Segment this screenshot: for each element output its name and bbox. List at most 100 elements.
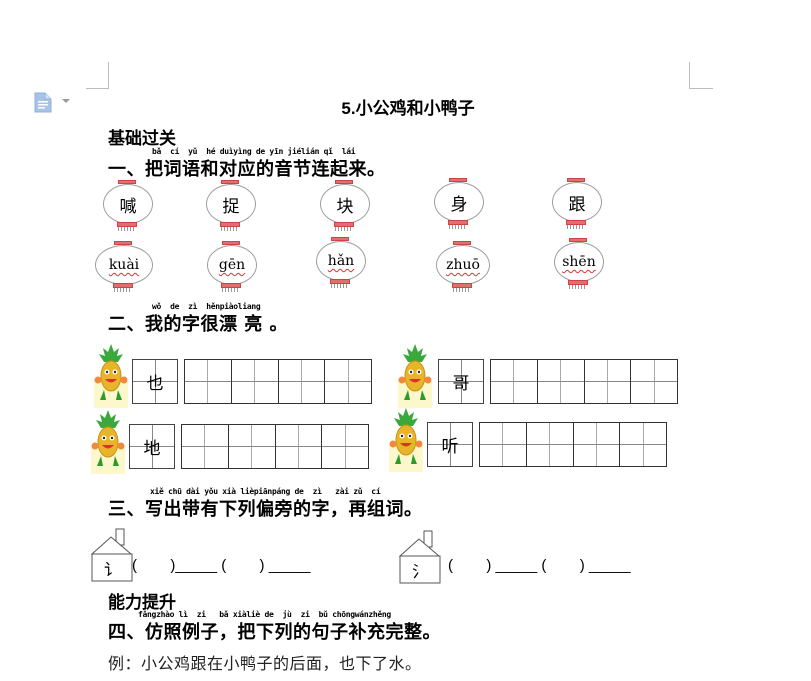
practice-cell[interactable] <box>491 360 538 403</box>
q3-heading: 三、写出带有下列偏旁的字，再组词。 <box>108 499 423 520</box>
margin-corner-top-right <box>689 62 690 88</box>
practice-cell[interactable] <box>573 423 621 466</box>
practice-grid[interactable] <box>479 422 667 467</box>
practice-cell[interactable] <box>322 425 368 468</box>
model-char: 哥 <box>452 374 470 394</box>
radical: 讠 <box>103 560 120 579</box>
lantern-bottom <box>568 280 588 285</box>
lantern-character[interactable]: 块 <box>318 180 370 232</box>
lantern-bottom <box>452 283 472 288</box>
practice-cell[interactable] <box>480 423 527 466</box>
lantern-pinyin: shēn <box>562 254 596 270</box>
lantern-pinyin: gēn <box>218 257 246 273</box>
model-char-box: 也 <box>132 359 178 404</box>
practice-cell[interactable] <box>631 360 677 403</box>
lantern-tassel <box>331 284 349 288</box>
lantern-pinyin: zhuō <box>446 257 480 273</box>
lantern-syllable[interactable]: zhuō <box>434 241 490 293</box>
lantern-bottom <box>330 279 350 284</box>
lantern-cap <box>449 178 467 182</box>
lantern-bottom <box>448 220 468 225</box>
lantern-cap <box>335 180 353 184</box>
lantern-syllable[interactable]: hǎn <box>314 237 366 289</box>
blank-answer-line[interactable]: ( )_____ ( ) _____ <box>132 557 311 574</box>
practice-grid[interactable] <box>181 424 369 469</box>
practice-cell[interactable] <box>228 425 276 468</box>
practice-cell[interactable] <box>231 360 279 403</box>
radical-house-icon: 讠 <box>91 528 133 582</box>
lantern-tassel <box>221 227 239 231</box>
document-icon[interactable] <box>34 92 52 113</box>
practice-cell[interactable] <box>325 360 371 403</box>
lantern-char: 跟 <box>568 194 586 215</box>
practice-cell[interactable] <box>182 425 229 468</box>
practice-cell[interactable] <box>185 360 232 403</box>
lantern-cap <box>222 241 240 245</box>
example-sentence: 例：小公鸡跟在小鸭子的后面，也下了水。 <box>108 654 422 673</box>
lantern-cap <box>453 241 471 245</box>
practice-cell[interactable] <box>278 360 326 403</box>
lantern-character[interactable]: 捉 <box>204 180 256 232</box>
page-title: 5.小公鸡和小鸭子 <box>341 99 475 118</box>
lantern-bottom <box>221 283 241 288</box>
lantern-cap <box>221 180 239 184</box>
practice-cell[interactable] <box>275 425 323 468</box>
practice-cell[interactable] <box>620 423 666 466</box>
section-advanced-label: 能力提升 <box>108 593 176 613</box>
q3-pinyin: xiě chū dài yǒu xià lièpiānpáng de zì zà… <box>150 487 381 496</box>
q4-pinyin: fǎngzhào lì zi bǎ xiàliè de jù zi bǔ chō… <box>138 610 391 619</box>
pineapple-mascot-icon <box>94 342 128 408</box>
caret-down-icon[interactable] <box>62 99 70 103</box>
q1-heading: 一、把词语和对应的音节连起来。 <box>108 159 386 180</box>
lantern-tassel <box>114 288 132 292</box>
practice-grid[interactable] <box>490 359 678 404</box>
q2-heading: 二、我的字很漂 亮 。 <box>108 314 289 335</box>
lantern-cap <box>331 237 349 241</box>
lantern-bottom <box>334 222 354 227</box>
radical-house-icon: 氵 <box>399 530 441 584</box>
pineapple-mascot-icon <box>389 406 423 472</box>
lantern-char: 喊 <box>119 196 137 217</box>
lantern-cap <box>567 178 585 182</box>
model-char: 也 <box>146 374 164 394</box>
margin-corner-top-left <box>108 62 109 88</box>
section-basic-label: 基础过关 <box>108 129 176 149</box>
q2-pinyin: wǒ de zì hěnpiàoliang <box>152 302 261 311</box>
margin-corner-top-left-h <box>86 88 109 89</box>
blank-answer-line[interactable]: ( ) _____ ( ) _____ <box>448 557 631 574</box>
lantern-character[interactable]: 身 <box>432 178 484 230</box>
lantern-tassel <box>222 288 240 292</box>
practice-cell[interactable] <box>584 360 632 403</box>
lantern-syllable[interactable]: kuài <box>93 241 153 293</box>
practice-cell[interactable] <box>537 360 585 403</box>
model-char-box: 地 <box>129 424 175 469</box>
q4-heading: 四、仿照例子，把下列的句子补充完整。 <box>108 622 441 643</box>
margin-corner-top-right-h <box>689 88 713 89</box>
model-char: 地 <box>143 439 161 459</box>
lantern-character[interactable]: 跟 <box>550 178 602 230</box>
radical: 氵 <box>411 562 428 581</box>
practice-cell[interactable] <box>526 423 574 466</box>
model-char: 听 <box>441 437 459 457</box>
lantern-cap <box>569 238 587 242</box>
lantern-char: 块 <box>336 196 354 217</box>
model-char-box: 哥 <box>438 359 484 404</box>
lantern-cap <box>118 180 136 184</box>
lantern-bottom <box>566 220 586 225</box>
lantern-character[interactable]: 喊 <box>101 180 153 232</box>
lantern-tassel <box>567 225 585 229</box>
lantern-char: 身 <box>450 194 468 215</box>
lantern-pinyin: kuài <box>108 257 140 273</box>
lantern-tassel <box>118 227 136 231</box>
practice-grid[interactable] <box>184 359 372 404</box>
lantern-cap <box>114 241 132 245</box>
lantern-syllable[interactable]: gēn <box>205 241 257 293</box>
lantern-tassel <box>449 225 467 229</box>
lantern-bottom <box>113 283 133 288</box>
lantern-char: 捉 <box>222 196 240 217</box>
lantern-syllable[interactable]: shēn <box>552 238 604 290</box>
pineapple-mascot-icon <box>91 408 125 474</box>
lantern-tassel <box>569 285 587 289</box>
model-char-box: 听 <box>427 422 473 467</box>
lantern-bottom <box>117 222 137 227</box>
